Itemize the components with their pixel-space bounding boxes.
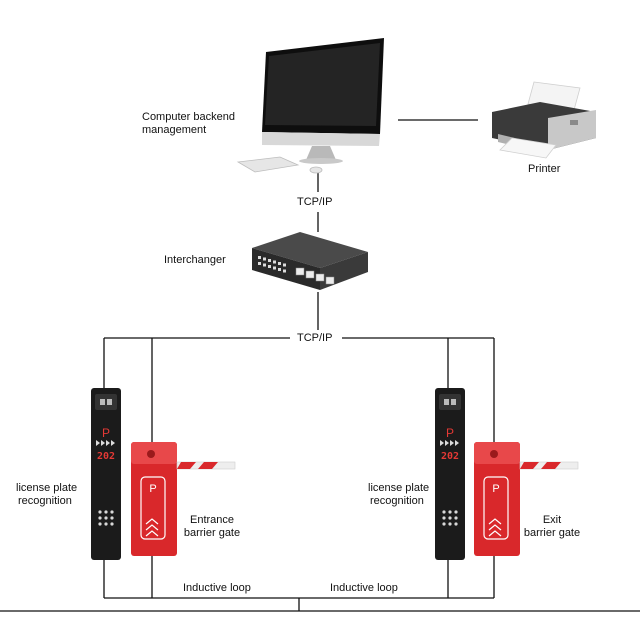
computer-label-line1: Computer backend <box>142 111 235 123</box>
chevron-icon-entrance <box>145 518 159 537</box>
computer-icon <box>236 38 384 174</box>
inductive-loop-right-label: Inductive loop <box>330 582 398 594</box>
arrow-icon-right <box>440 440 459 446</box>
lpr-right-label-line2: recognition <box>370 495 424 507</box>
exit-barrier-gate: P <box>474 442 579 556</box>
entrance-barrier-gate: P <box>131 442 236 556</box>
camera-display-right: 202 <box>441 451 459 462</box>
parking-symbol-entrance: P <box>149 483 156 495</box>
interchanger-label: Interchanger <box>164 254 226 266</box>
keypad-icon-left <box>98 510 114 526</box>
entrance-label-line1: Entrance <box>189 514 235 526</box>
lpr-left-label-line2: recognition <box>18 495 72 507</box>
parking-symbol-left: P <box>102 426 110 440</box>
lpr-camera-left: P 202 <box>91 388 121 560</box>
keypad-icon-right <box>442 510 458 526</box>
chevron-icon-exit <box>488 518 502 537</box>
exit-label-line1: Exit <box>542 514 562 526</box>
parking-symbol-exit: P <box>492 483 499 495</box>
tcpip-top-label: TCP/IP <box>297 196 333 208</box>
printer-label: Printer <box>528 163 561 175</box>
lpr-camera-right: P 202 <box>435 388 465 560</box>
exit-label-line2: barrier gate <box>523 527 581 539</box>
entrance-label-line2: barrier gate <box>183 527 241 539</box>
tcpip-bottom-label: TCP/IP <box>297 332 333 344</box>
connection-lines <box>0 119 640 612</box>
lpr-right-label-line1: license plate <box>368 482 430 494</box>
switch-icon <box>252 232 368 290</box>
printer-icon <box>492 81 596 159</box>
computer-label-line2: management <box>142 124 207 136</box>
inductive-loop-left-label: Inductive loop <box>183 582 251 594</box>
camera-display-left: 202 <box>97 451 115 462</box>
lpr-left-label-line1: license plate <box>16 482 78 494</box>
arrow-icon-left <box>96 440 115 446</box>
parking-symbol-right: P <box>446 426 454 440</box>
